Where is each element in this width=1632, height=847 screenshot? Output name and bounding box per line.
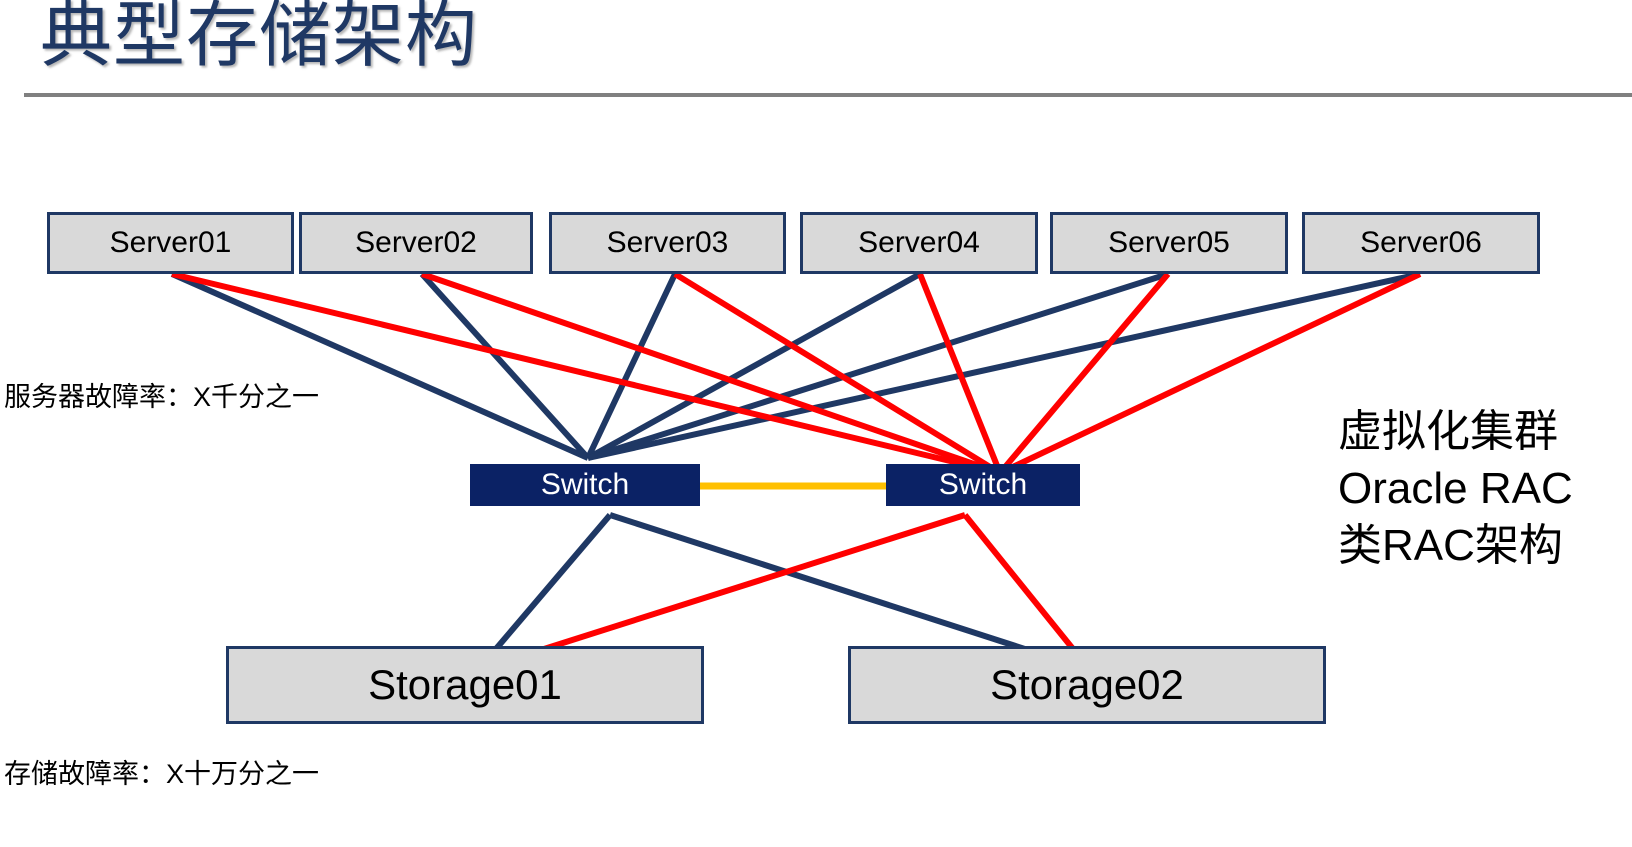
switch-to-storage-primary-links — [475, 512, 1091, 673]
server-node-04[interactable]: Server04 — [800, 212, 1038, 274]
storage-node-01[interactable]: Storage01 — [226, 646, 704, 724]
architecture-note-line-2: Oracle RAC — [1338, 463, 1573, 513]
storage-label: Storage02 — [990, 661, 1184, 708]
architecture-note: 虚拟化集群 Oracle RAC 类RAC架构 — [1338, 404, 1573, 574]
server-label: Server01 — [109, 226, 232, 259]
server-label: Server04 — [858, 226, 980, 259]
title-divider — [24, 93, 1632, 97]
server-label: Server05 — [1108, 226, 1230, 259]
server-node-06[interactable]: Server06 — [1302, 212, 1540, 274]
server-label: Server06 — [1360, 226, 1482, 259]
server-label: Server02 — [355, 226, 477, 259]
server-to-switch-primary-links — [170, 271, 1421, 461]
switch-node-right[interactable]: Switch — [886, 464, 1080, 506]
architecture-note-line-1: 虚拟化集群 — [1338, 407, 1558, 456]
server-label: Server03 — [606, 226, 729, 259]
server-to-switch-secondary-links — [171, 271, 1422, 476]
switch-label: Switch — [938, 468, 1028, 501]
storage-label: Storage01 — [368, 661, 562, 708]
storage-node-02[interactable]: Storage02 — [848, 646, 1326, 724]
switch-node-left[interactable]: Switch — [470, 464, 700, 506]
switch-to-storage-secondary-links — [477, 512, 1093, 673]
server-node-02[interactable]: Server02 — [299, 212, 533, 274]
server-node-01[interactable]: Server01 — [47, 212, 294, 274]
server-node-05[interactable]: Server05 — [1050, 212, 1288, 274]
architecture-note-line-3: 类RAC架构 — [1338, 520, 1563, 570]
page-title: 典型存储架构 — [40, 0, 479, 76]
server-failure-rate-label: 服务器故障率：X千分之一 — [4, 382, 320, 412]
storage-failure-rate-label: 存储故障率：X十万分之一 — [4, 759, 320, 789]
server-node-03[interactable]: Server03 — [549, 212, 786, 274]
switch-label: Switch — [540, 468, 630, 501]
